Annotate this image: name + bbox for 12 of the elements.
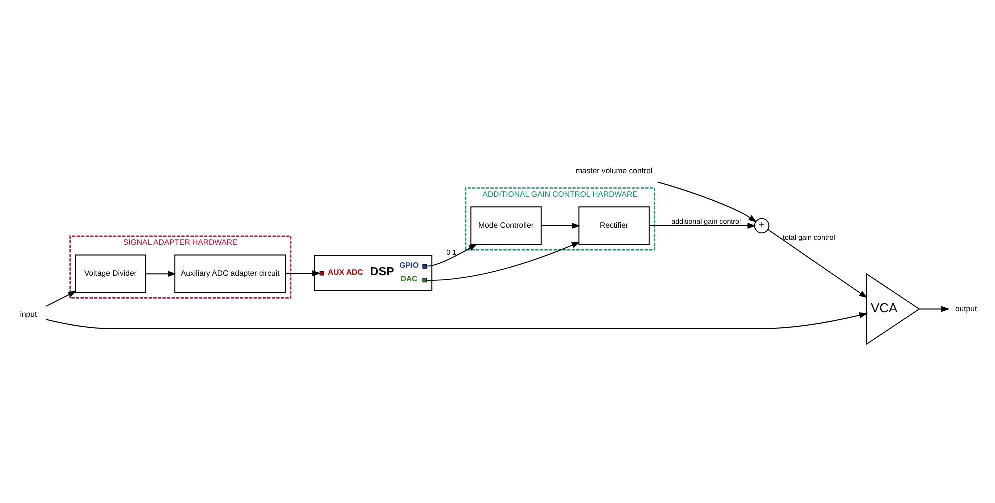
arrow xyxy=(145,270,177,277)
arrow xyxy=(427,244,478,266)
arrow xyxy=(768,228,868,298)
arrow xyxy=(285,270,322,276)
arrow xyxy=(657,181,758,222)
arrow xyxy=(919,306,950,312)
arrow xyxy=(648,222,756,228)
arrow xyxy=(46,290,77,306)
node-circle: + xyxy=(754,218,770,234)
arrow xyxy=(541,222,580,228)
arrow xyxy=(46,312,868,329)
arrow xyxy=(427,242,580,281)
